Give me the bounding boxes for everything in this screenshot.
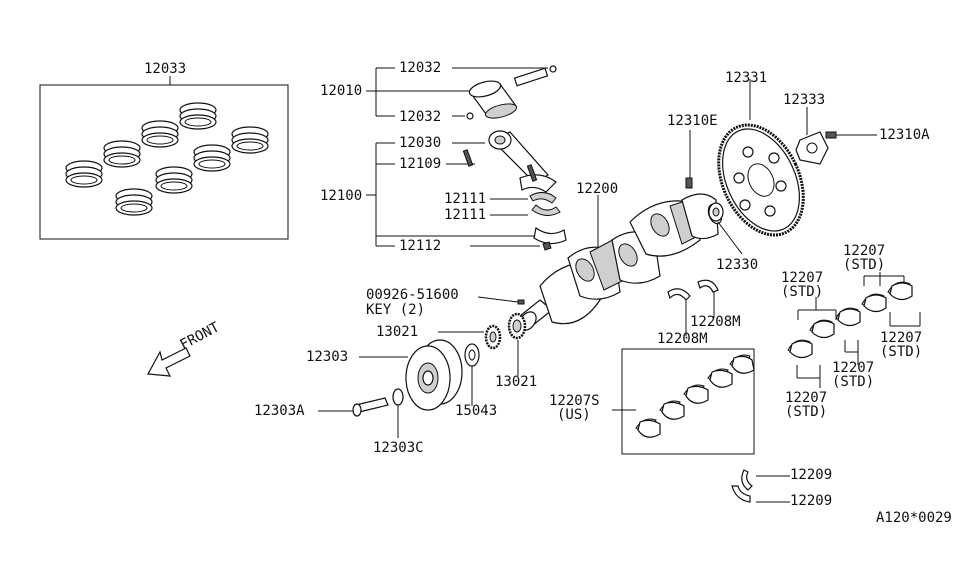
reinforce-plate bbox=[795, 107, 877, 165]
label-12112: 12112 bbox=[399, 238, 442, 254]
pilot-bushing bbox=[708, 202, 743, 255]
label-12208M-a: 12208M bbox=[690, 314, 741, 330]
label-12310E: 12310E bbox=[667, 113, 718, 129]
label-12033: 12033 bbox=[144, 61, 187, 77]
label-13021-b: 13021 bbox=[495, 374, 538, 390]
label-12310A: 12310A bbox=[879, 127, 930, 143]
label-12010: 12010 bbox=[320, 83, 363, 99]
label-15043: 15043 bbox=[455, 403, 498, 419]
flywheel bbox=[717, 123, 805, 237]
label-12209-a: 12209 bbox=[790, 467, 833, 483]
oil-pump-drive bbox=[464, 343, 480, 406]
piston bbox=[466, 65, 557, 120]
label-12207-std-e: 12207 bbox=[785, 390, 828, 406]
thrust-washers bbox=[667, 279, 790, 503]
ring-stack-8 bbox=[115, 188, 153, 216]
label-12111-upper: 12111 bbox=[444, 191, 487, 207]
label-12331: 12331 bbox=[725, 70, 768, 86]
label-12303C: 12303C bbox=[373, 440, 424, 456]
label-12207-std-b: 12207 bbox=[781, 270, 824, 286]
label-12207S-us: (US) bbox=[557, 407, 591, 423]
label-12207-std-e-note: (STD) bbox=[785, 404, 828, 420]
label-key-qty: KEY (2) bbox=[366, 302, 426, 318]
label-12032-clip: 12032 bbox=[399, 109, 442, 125]
ring-stack-6 bbox=[193, 144, 231, 172]
label-12209-b: 12209 bbox=[790, 493, 833, 509]
crank-sprocket bbox=[438, 312, 527, 376]
label-12207-std-a: 12207 bbox=[843, 243, 886, 259]
reference-code: A120*0029 bbox=[876, 510, 952, 526]
connecting-rod bbox=[462, 130, 557, 193]
us-bearing-box bbox=[612, 348, 755, 455]
ring-stack-4 bbox=[65, 160, 103, 188]
label-12207-std-b-note: (STD) bbox=[781, 284, 824, 300]
label-12330: 12330 bbox=[716, 257, 759, 273]
ring-stack-2 bbox=[141, 120, 179, 148]
ring-stack-7 bbox=[155, 166, 193, 194]
piston-ring-set bbox=[39, 76, 289, 240]
label-12111-lower: 12111 bbox=[444, 207, 487, 223]
label-12109: 12109 bbox=[399, 156, 442, 172]
pulley-bolt bbox=[318, 388, 404, 438]
label-12207-std-d-note: (STD) bbox=[832, 374, 875, 390]
crank-pulley bbox=[359, 339, 463, 411]
label-12207-std-c: 12207 bbox=[880, 330, 923, 346]
piston-bracket bbox=[366, 67, 548, 117]
woodruff-key bbox=[517, 299, 525, 305]
bearing-shells bbox=[787, 281, 913, 359]
label-12207S: 12207S bbox=[549, 393, 600, 409]
label-12207-std-c-note: (STD) bbox=[880, 344, 923, 360]
conrod-bracket bbox=[366, 142, 540, 247]
ring-stack-1 bbox=[179, 102, 217, 130]
label-12207-std-d: 12207 bbox=[832, 360, 875, 376]
ring-stack-3 bbox=[103, 140, 141, 168]
label-12303: 12303 bbox=[306, 349, 349, 365]
crankshaft bbox=[519, 193, 723, 331]
label-12208M-b: 12208M bbox=[657, 331, 708, 347]
label-12200: 12200 bbox=[576, 181, 619, 197]
front-arrow-icon bbox=[147, 347, 191, 377]
rod-bearings bbox=[529, 192, 567, 251]
label-13021-a: 13021 bbox=[376, 324, 419, 340]
label-key-part: 00926-51600 bbox=[366, 287, 459, 303]
label-12100: 12100 bbox=[320, 188, 363, 204]
label-12207-std-a-note: (STD) bbox=[843, 257, 886, 273]
flywheel-bolt bbox=[685, 130, 693, 189]
label-12303A: 12303A bbox=[254, 403, 305, 419]
label-12032-pin: 12032 bbox=[399, 60, 442, 76]
label-12030: 12030 bbox=[399, 135, 442, 151]
label-12333: 12333 bbox=[783, 92, 826, 108]
ring-stack-5 bbox=[231, 126, 269, 154]
